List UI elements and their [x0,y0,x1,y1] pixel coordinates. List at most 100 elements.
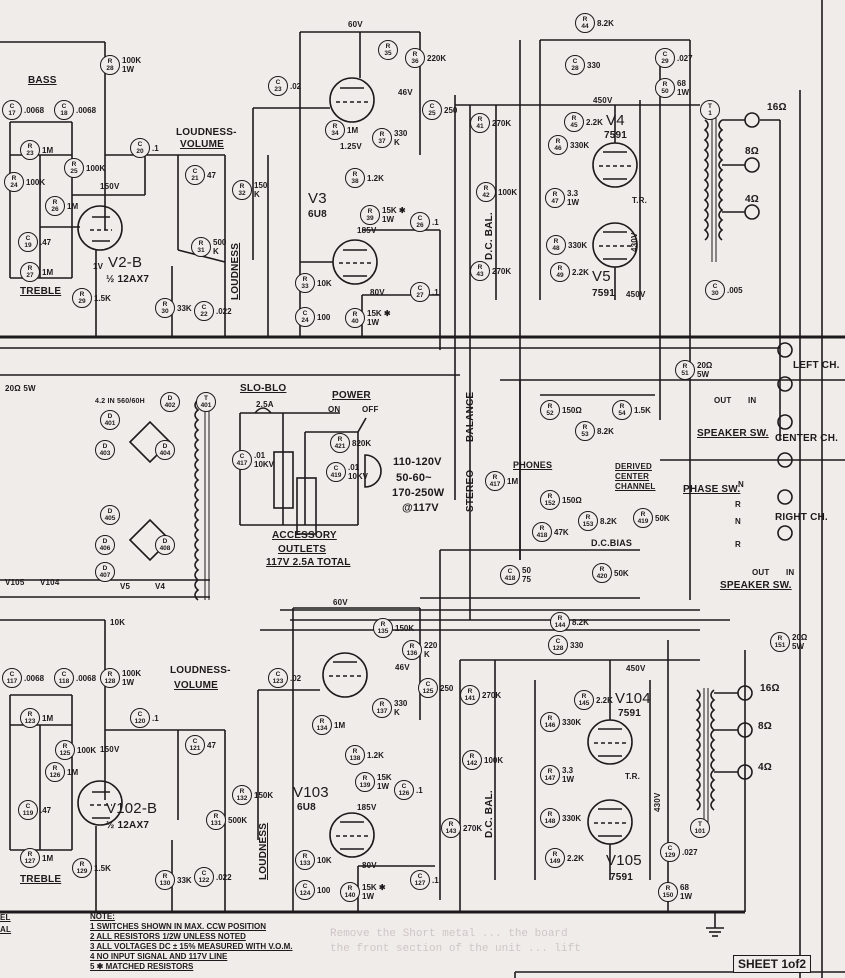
component-number: 417 [489,481,501,488]
phones-label: PHONES [513,460,553,470]
component-number: 48 [552,245,560,252]
component-number: 27 [26,272,34,279]
component-number: 25 [70,168,78,175]
component-kind: R [352,311,358,318]
component-value: 8.2K [597,18,614,28]
component-number: 127 [24,858,36,865]
component-value: 1M [334,720,346,730]
voltage-80v: 80V [370,288,385,297]
component-value: 2.2K [586,117,603,127]
component-value: 1.2K [367,750,384,760]
dc-bal-label: D.C. BAL. [484,212,495,260]
component-kind: R [571,115,577,122]
phase-switch-label[interactable]: PHASE SW. [683,484,741,495]
component-kind: C [667,845,673,852]
component-number: 418 [536,532,548,539]
component-kind: R [52,765,58,772]
component-value: 1M [42,267,54,277]
component-number: 26 [51,206,59,213]
component-number: 42 [482,192,490,199]
line-at-voltage: @117V [402,502,439,514]
line-frequency: 50-60~ [396,472,432,484]
speaker-switch-2-label[interactable]: SPEAKER SW. [720,580,792,591]
component-kind: R [302,853,308,860]
component-kind: R [547,403,553,410]
selector-v5: V5 [120,582,131,591]
component-kind: R [27,711,33,718]
note-item: 3 ALL VOLTAGES DC ± 15% MEASURED WITH V.… [90,942,293,951]
voltage-60v: 60V [333,598,348,607]
tr-label: T.R. [625,772,641,781]
component-kind: C [61,103,67,110]
component-number: 121 [189,745,201,752]
tube-v3-type: 6U8 [308,209,327,220]
component-number: 143 [445,828,457,835]
component-number: 137 [376,708,388,715]
loudness-volume-label-1: LOUDNESS- [170,665,231,676]
component-kind: D [102,538,108,545]
component-kind: R [469,753,475,760]
derived-center-channel-3: CHANNEL [615,482,656,491]
speaker-switch-label[interactable]: SPEAKER SW. [697,428,769,439]
component-kind: R [198,240,204,247]
component-number: 144 [554,622,566,629]
left-channel-label: LEFT CH. [793,360,840,371]
component-number: 130 [159,880,171,887]
component-kind: R [27,851,33,858]
component-kind: C [25,803,31,810]
component-number: 120 [134,718,146,725]
component-kind: R [352,748,358,755]
component-value: 250 [440,683,454,693]
component-number: 151 [774,642,786,649]
fuse-rating: 2.5A [256,400,274,409]
component-value: 3.3 1W [567,189,579,207]
component-value: 220K [427,53,447,63]
component-number: 402 [164,402,176,409]
component-number: 135 [377,628,389,635]
component-kind: R [239,183,245,190]
component-number: 35 [384,50,392,57]
component-number: 403 [99,450,111,457]
component-value: .02 [290,673,302,683]
accessory-outlets-1: ACCESSORY [272,530,337,541]
component-kind: D [102,565,108,572]
component-value: 330K [568,240,588,250]
component-value: 330K [570,140,590,150]
component-number: 406 [99,545,111,552]
